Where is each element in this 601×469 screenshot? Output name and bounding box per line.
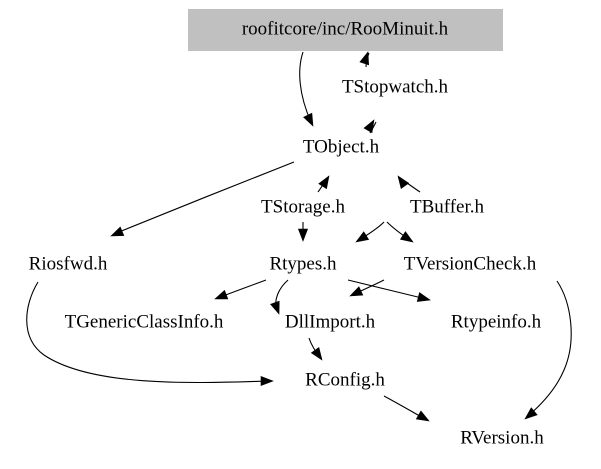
arrow-head-icon <box>524 407 538 420</box>
edge-tversioncheck-to-rtypes <box>349 279 385 297</box>
node-dllimport[interactable]: DllImport.h <box>285 311 376 332</box>
arrow-head-icon <box>363 119 375 134</box>
arrow-head-icon <box>310 347 323 361</box>
arrow-head-icon <box>415 410 430 422</box>
edge-rconfig-to-rversion <box>383 395 430 422</box>
edge-dllimport-to-rconfig <box>308 337 323 361</box>
edge-line <box>527 280 572 417</box>
node-rtypes[interactable]: Rtypes.h <box>269 253 337 274</box>
node-tbuffer[interactable]: TBuffer.h <box>410 196 485 217</box>
arrow-head-icon <box>110 226 125 237</box>
arrow-head-icon <box>318 175 330 190</box>
node-label-tobject: TObject.h <box>303 136 380 157</box>
edge-riosfwd-to-rconfig <box>26 281 274 387</box>
node-tversioncheck[interactable]: TVersionCheck.h <box>404 253 537 274</box>
edge-tversioncheck-to-rversion <box>524 280 572 420</box>
node-label-tbuffer: TBuffer.h <box>410 196 485 217</box>
node-tstopwatch[interactable]: TStopwatch.h <box>342 76 449 97</box>
edge-tbuffer-to-rtypes <box>355 221 385 243</box>
edge-roominuit-to-tobject <box>299 51 314 127</box>
edge-rtypes-to-dllimport <box>270 279 289 315</box>
edge-tstopwatch-to-roominuit <box>359 51 370 68</box>
node-tobject[interactable]: TObject.h <box>303 136 380 157</box>
node-label-rtypes: Rtypes.h <box>269 253 337 274</box>
node-label-rconfig: RConfig.h <box>305 369 385 390</box>
node-label-tgenericclassinfo: TGenericClassInfo.h <box>65 311 224 332</box>
arrow-head-icon <box>399 231 414 243</box>
node-rconfig[interactable]: RConfig.h <box>305 369 385 390</box>
arrow-head-icon <box>303 112 314 127</box>
node-label-tstopwatch: TStopwatch.h <box>342 76 449 97</box>
arrow-head-icon <box>359 51 369 66</box>
edge-rtypes-to-tgenericclassinfo <box>214 279 267 300</box>
arrow-head-icon <box>355 231 370 243</box>
node-rversion[interactable]: RVersion.h <box>460 427 544 448</box>
arrow-head-icon <box>349 286 364 297</box>
node-tstorage[interactable]: TStorage.h <box>261 196 345 217</box>
arrow-head-icon <box>297 228 309 242</box>
node-tgenericclassinfo[interactable]: TGenericClassInfo.h <box>65 311 224 332</box>
edge-rtypes-to-rtypeinfo <box>347 279 431 302</box>
node-box-roominuit <box>188 9 503 51</box>
arrow-head-icon <box>270 300 280 315</box>
node-label-tstorage: TStorage.h <box>261 196 345 217</box>
node-label-rversion: RVersion.h <box>460 427 544 448</box>
nodes-layer: roofitcore/inc/RooMinuit.hTStopwatch.hTO… <box>29 9 544 448</box>
edge-tbuffer-to-tobject <box>397 175 421 193</box>
edge-tobject-to-riosfwd <box>110 161 295 237</box>
edge-tbuffer-to-tversioncheck <box>386 221 414 243</box>
node-label-riosfwd: Riosfwd.h <box>29 253 108 274</box>
edge-line <box>299 51 312 123</box>
node-label-dllimport: DllImport.h <box>285 311 376 332</box>
arrow-head-icon <box>416 292 431 302</box>
arrow-head-icon <box>260 375 274 387</box>
edge-line <box>113 161 295 235</box>
edge-tstorage-to-tobject <box>317 175 330 193</box>
edges-layer <box>26 51 572 422</box>
node-roominuit[interactable]: roofitcore/inc/RooMinuit.h <box>188 9 503 51</box>
edge-tstorage-to-rtypes <box>297 222 309 242</box>
node-riosfwd[interactable]: Riosfwd.h <box>29 253 108 274</box>
node-label-roominuit: roofitcore/inc/RooMinuit.h <box>242 18 449 39</box>
arrow-head-icon <box>214 289 229 300</box>
edge-line <box>26 281 270 384</box>
edge-tobject-to-tstopwatch <box>363 119 377 134</box>
node-label-tversioncheck: TVersionCheck.h <box>404 253 537 274</box>
node-label-rtypeinfo: Rtypeinfo.h <box>451 311 542 332</box>
arrow-head-icon <box>397 175 410 189</box>
node-rtypeinfo[interactable]: Rtypeinfo.h <box>451 311 542 332</box>
